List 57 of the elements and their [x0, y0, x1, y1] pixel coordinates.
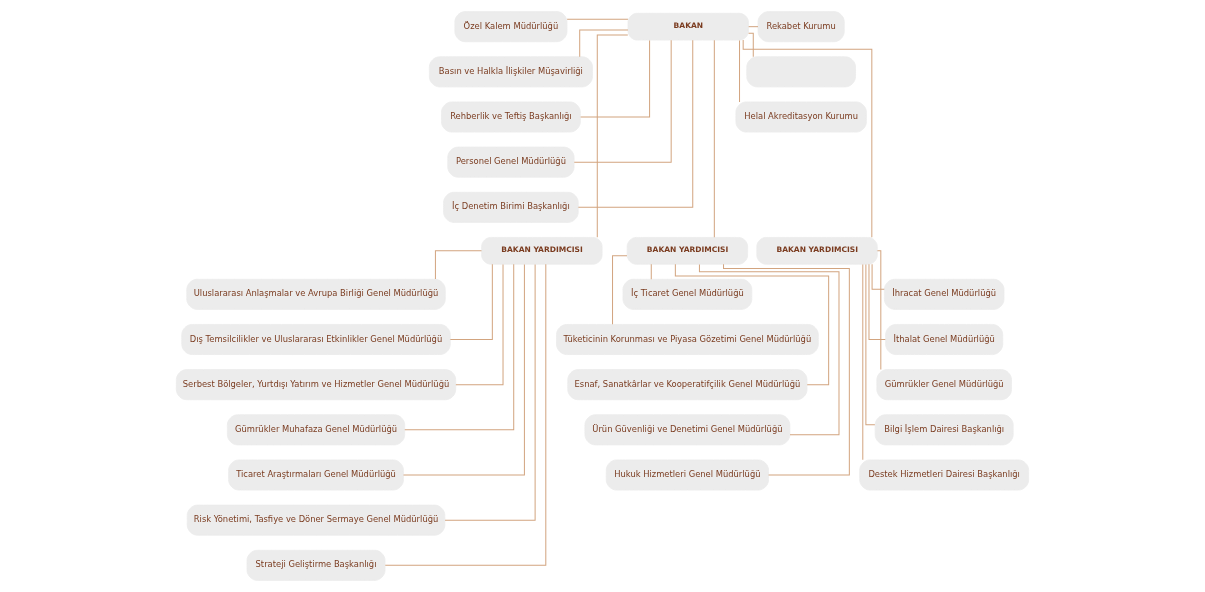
connector	[577, 39, 694, 208]
connector	[573, 39, 672, 163]
connector	[580, 39, 651, 118]
connector	[674, 263, 830, 386]
connector	[876, 250, 882, 371]
node-box	[746, 56, 856, 88]
connector	[748, 32, 754, 58]
connector	[455, 263, 504, 386]
connector	[596, 34, 629, 238]
connector	[871, 263, 885, 290]
connector	[444, 264, 536, 521]
connector	[723, 263, 850, 476]
node-box: İthalat Genel Müdürlüğü	[885, 324, 1004, 355]
node-box: Gümrükler Genel Müdürlüğü	[876, 369, 1012, 401]
node-box: İç Ticaret Genel Müdürlüğü	[622, 278, 753, 310]
node-box: Rehberlik ve Teftiş Başkanlığı	[441, 101, 581, 133]
node-box: Ticaret Araştırmaları Genel Müdürlüğü	[228, 459, 404, 491]
node-box: Bilgi İşlem Dairesi Başkanlığı	[874, 414, 1014, 446]
node-box: Basın ve Halkla İlişkiler Müşavirliği	[428, 56, 593, 88]
connector	[404, 263, 515, 431]
connector	[698, 263, 840, 436]
node-box: BAKAN YARDIMCISI	[481, 237, 603, 265]
node-box: BAKAN YARDIMCISI	[626, 237, 749, 265]
connector	[713, 39, 715, 238]
node-box: Risk Yönetimi, Tasfiye ve Döner Sermaye Genel Müdürlüğü	[186, 504, 446, 536]
connector	[384, 263, 547, 566]
connector	[566, 18, 629, 20]
connector	[862, 264, 864, 461]
node-box: Destek Hizmetleri Dairesi Başkanlığı	[859, 459, 1030, 491]
node-box: Helal Akreditasyon Kurumu	[735, 101, 867, 133]
node-box: Tüketicinin Korunması ve Piyasa Gözetimi Genel Müdürlüğü	[556, 324, 819, 355]
node-box: BAKAN	[627, 12, 749, 41]
node-box: Rekabet Kurumu	[757, 11, 845, 43]
node-box: Esnaf, Sanatkârlar ve Kooperatifçilik Genel Müdürlüğü	[567, 369, 808, 401]
node-box: Dış Temsilcilikler ve Uluslararası Etkinlikler Genel Müdürlüğü	[181, 324, 451, 355]
node-box: Hukuk Hizmetleri Genel Müdürlüğü	[605, 459, 769, 491]
node-box: Serbest Bölgeler, Yurtdışı Yatırım ve Hizmetler Genel Müdürlüğü	[175, 369, 457, 401]
node-box: Ürün Güvenliği ve Denetimi Genel Müdürlüğü	[584, 414, 791, 446]
connector	[434, 250, 482, 280]
connector	[403, 264, 525, 476]
node-box: Özel Kalem Müdürlüğü	[454, 11, 568, 43]
connector	[748, 26, 759, 28]
connector	[650, 263, 652, 280]
node-box: İhracat Genel Müdürlüğü	[883, 278, 1005, 310]
node-box: Gümrükler Muhafaza Genel Müdürlüğü	[226, 414, 406, 446]
connector	[739, 39, 741, 103]
node-box: Uluslararası Anlaşmalar ve Avrupa Birliği Genel Müdürlüğü	[186, 278, 446, 310]
connector	[742, 39, 873, 238]
connector	[612, 255, 628, 325]
connector	[449, 263, 493, 340]
node-box: Personel Genel Müdürlüğü	[447, 146, 575, 178]
connector	[579, 29, 629, 58]
connector	[868, 263, 886, 340]
node-box: BAKAN YARDIMCISI	[756, 237, 878, 265]
node-box: İç Denetim Birimi Başkanlığı	[443, 191, 579, 223]
node-box: Strateji Geliştirme Başkanlığı	[246, 549, 386, 581]
connector	[865, 264, 876, 426]
